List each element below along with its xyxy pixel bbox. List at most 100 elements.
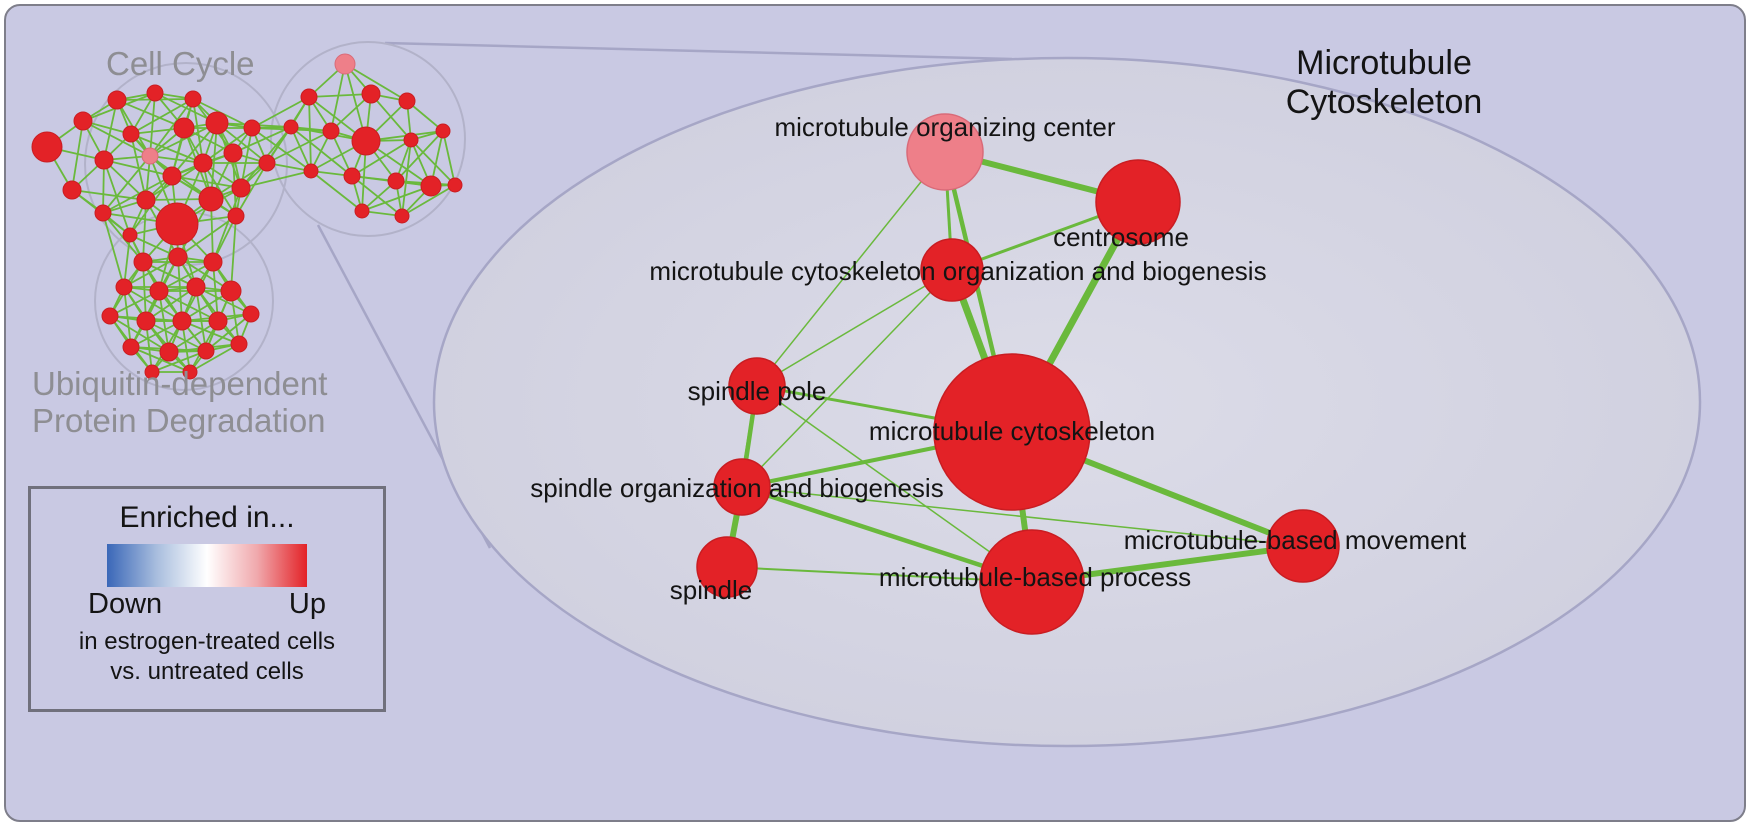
mini-node[interactable] xyxy=(144,364,160,380)
mini-node[interactable] xyxy=(420,175,442,197)
legend-caption-line1: in estrogen-treated cells xyxy=(78,628,336,655)
mini-node[interactable] xyxy=(322,122,340,140)
node-mbm[interactable] xyxy=(1266,509,1340,583)
mini-node[interactable] xyxy=(122,125,140,143)
legend-caption-line2: vs. untreated cells xyxy=(110,658,304,685)
legend-gradient-bar xyxy=(107,544,307,587)
mini-edge xyxy=(344,63,408,102)
mini-edge xyxy=(181,320,240,345)
mini-node[interactable] xyxy=(208,311,228,331)
mini-edge xyxy=(308,93,372,98)
mini-node[interactable] xyxy=(94,204,112,222)
mini-edge xyxy=(195,286,252,315)
mini-node[interactable] xyxy=(394,208,410,224)
mini-node[interactable] xyxy=(283,119,299,135)
mini-node[interactable] xyxy=(435,123,451,139)
mini-node[interactable] xyxy=(303,163,319,179)
mini-edge xyxy=(168,320,219,353)
node-label-centrosome: centrosome xyxy=(1053,222,1189,252)
mini-node[interactable] xyxy=(182,364,198,380)
mini-node[interactable] xyxy=(447,177,463,193)
mini-node[interactable] xyxy=(205,111,229,135)
node-mc[interactable] xyxy=(933,353,1091,511)
mini-node[interactable] xyxy=(173,117,195,139)
node-label-spindle: spindle xyxy=(670,575,752,605)
mini-cluster-outline xyxy=(270,41,466,237)
mini-node[interactable] xyxy=(168,247,188,267)
node-label-mco: microtubule cytoskeleton organization an… xyxy=(649,256,1266,286)
mini-edge xyxy=(130,133,147,201)
mini-node[interactable] xyxy=(351,126,381,156)
mini-node[interactable] xyxy=(141,147,159,165)
mini-edge xyxy=(177,215,237,258)
mini-node[interactable] xyxy=(343,167,361,185)
mini-node[interactable] xyxy=(136,311,156,331)
mini-edge xyxy=(102,175,173,214)
mini-node[interactable] xyxy=(146,84,164,102)
node-moc[interactable] xyxy=(906,113,984,191)
mini-node[interactable] xyxy=(115,278,133,296)
mini-node[interactable] xyxy=(94,150,114,170)
mini-node[interactable] xyxy=(107,90,127,110)
mini-node[interactable] xyxy=(149,281,169,301)
mini-edge xyxy=(103,159,131,236)
node-spindle_pole[interactable] xyxy=(728,357,786,415)
node-centrosome[interactable] xyxy=(1095,159,1181,245)
cluster-label-microtubule-line1: Microtubule xyxy=(1296,44,1472,82)
mini-edge xyxy=(212,187,242,263)
mini-node[interactable] xyxy=(258,154,276,172)
mini-node[interactable] xyxy=(227,207,245,225)
mini-node[interactable] xyxy=(101,307,119,325)
legend-title: Enriched in... xyxy=(119,501,295,534)
node-mbp[interactable] xyxy=(979,529,1085,635)
mini-node[interactable] xyxy=(197,342,215,360)
mini-edge xyxy=(103,99,118,161)
legend: Enriched in... Down Up in estrogen-treat… xyxy=(28,486,386,712)
mini-node[interactable] xyxy=(334,53,356,75)
mini-node[interactable] xyxy=(62,180,82,200)
mini-node[interactable] xyxy=(73,111,93,131)
mini-node[interactable] xyxy=(198,186,224,212)
mini-edge xyxy=(401,184,456,217)
mini-node[interactable] xyxy=(398,92,416,110)
mini-node[interactable] xyxy=(172,311,192,331)
mini-node[interactable] xyxy=(230,335,248,353)
cluster-label-microtubule-line2: Cytoskeleton xyxy=(1285,83,1483,122)
mini-node[interactable] xyxy=(31,131,63,163)
mini-node[interactable] xyxy=(354,203,370,219)
mini-node[interactable] xyxy=(387,172,405,190)
mini-node[interactable] xyxy=(300,88,318,106)
mini-edge xyxy=(149,98,194,157)
mini-node[interactable] xyxy=(403,132,419,148)
mini-edge xyxy=(308,96,312,172)
mini-node[interactable] xyxy=(184,90,202,108)
mini-node[interactable] xyxy=(162,166,182,186)
cluster-label-cell-cycle: Cell Cycle xyxy=(106,45,255,82)
mini-node[interactable] xyxy=(136,190,156,210)
mini-edge xyxy=(102,212,125,288)
legend-up-label: Up xyxy=(288,588,326,620)
mini-node[interactable] xyxy=(159,342,179,362)
mini-edge xyxy=(149,92,156,157)
edge-mco-spindle_pole xyxy=(756,269,953,387)
mini-node[interactable] xyxy=(231,178,251,198)
mini-node[interactable] xyxy=(242,305,260,323)
legend-endpoint-labels: Down Up xyxy=(88,588,326,621)
mini-node[interactable] xyxy=(243,119,261,137)
mini-node[interactable] xyxy=(186,277,206,297)
node-spindle[interactable] xyxy=(696,536,758,598)
mini-edge xyxy=(171,122,218,177)
mini-node[interactable] xyxy=(361,84,381,104)
mini-node[interactable] xyxy=(122,338,140,356)
mini-node[interactable] xyxy=(155,202,199,246)
mini-node[interactable] xyxy=(220,280,242,302)
mini-edge xyxy=(202,162,237,217)
node-sob[interactable] xyxy=(713,458,771,516)
mini-node[interactable] xyxy=(223,143,243,163)
mini-node[interactable] xyxy=(193,153,213,173)
mini-node[interactable] xyxy=(133,252,153,272)
mini-edge xyxy=(205,313,252,352)
node-mco[interactable] xyxy=(920,238,984,302)
mini-node[interactable] xyxy=(203,252,223,272)
mini-node[interactable] xyxy=(122,227,138,243)
